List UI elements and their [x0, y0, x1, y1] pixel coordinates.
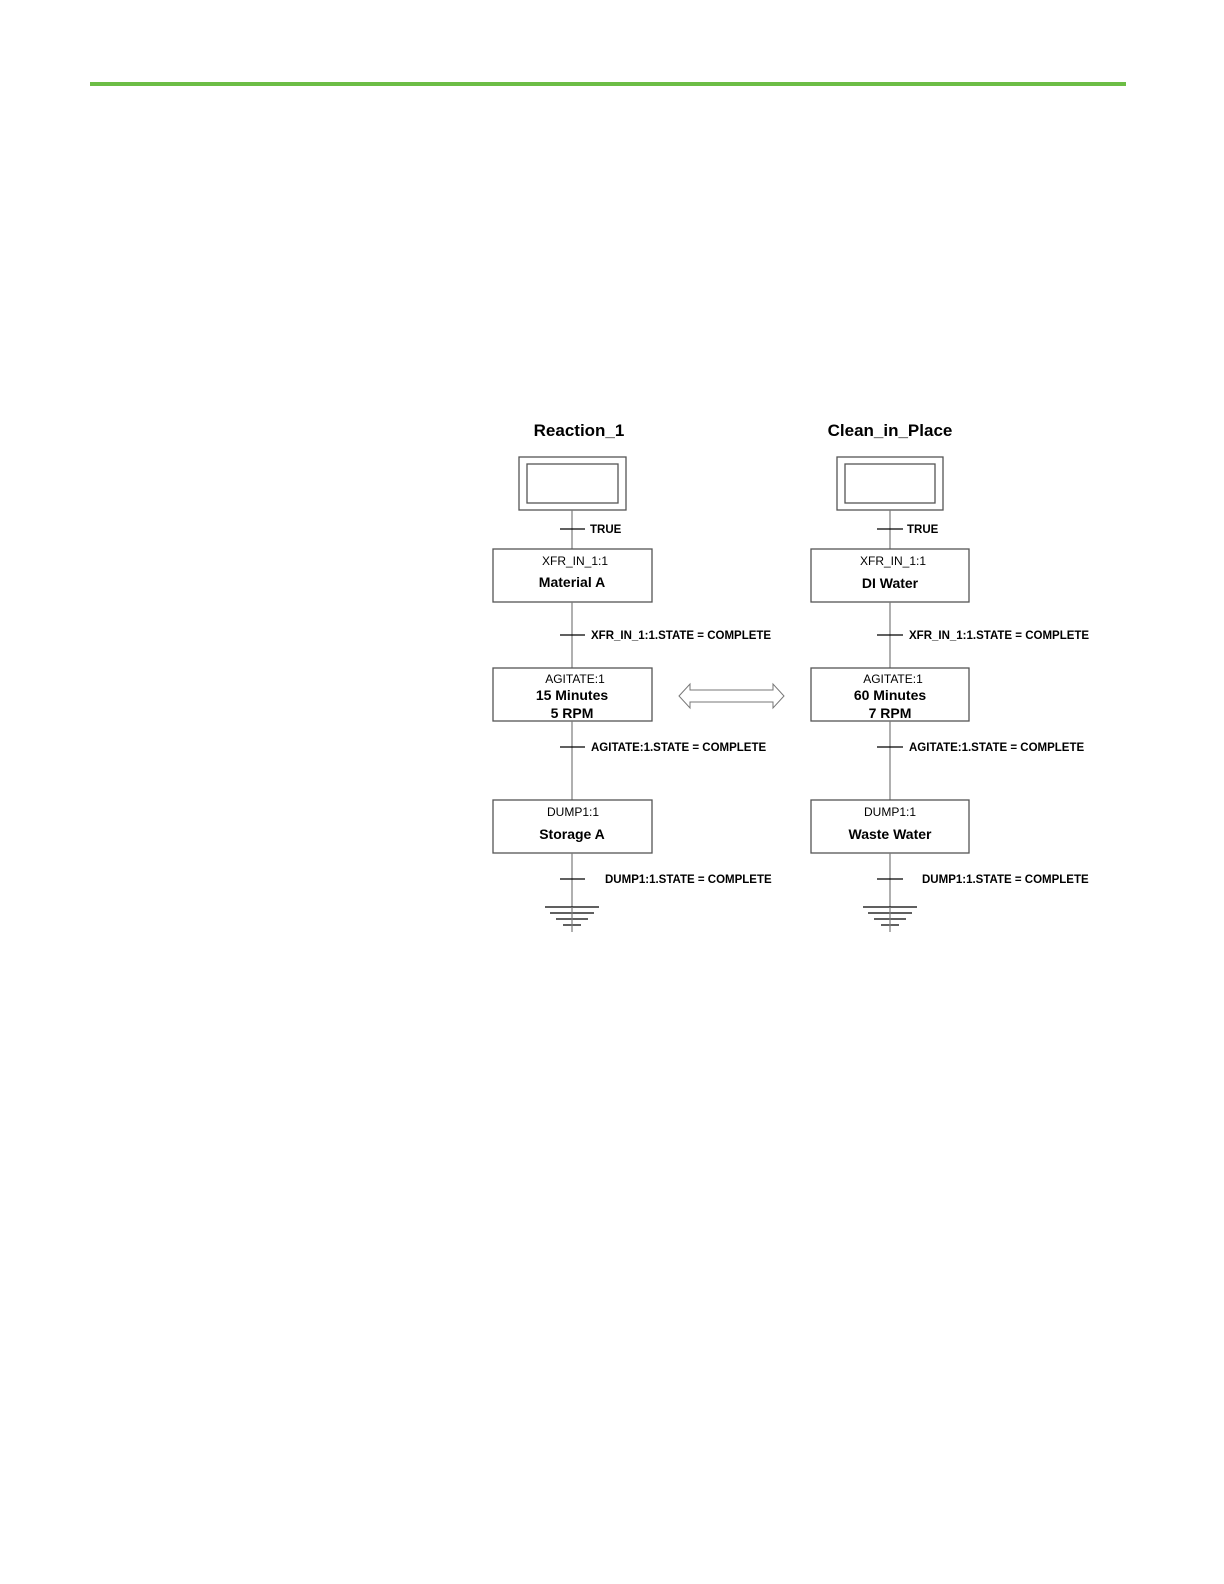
right-step-3: DUMP1:1 Waste Water — [810, 799, 970, 854]
header-rule — [90, 82, 1126, 86]
left-start-transition: TRUE — [590, 524, 622, 536]
left-transition-2: AGITATE:1.STATE = COMPLETE — [591, 742, 766, 754]
left-transition-3: DUMP1:1.STATE = COMPLETE — [605, 874, 772, 886]
double-arrow-icon — [678, 682, 785, 710]
right-step-3-label: Waste Water — [849, 826, 933, 842]
left-step-3-tag: DUMP1:1 — [547, 805, 599, 819]
left-step-1-tag: XFR_IN_1:1 — [542, 554, 608, 568]
left-step-1-label: Material A — [539, 574, 605, 590]
left-transition-1: XFR_IN_1:1.STATE = COMPLETE — [591, 630, 771, 642]
left-step-2-line-1: 15 Minutes — [536, 687, 609, 703]
right-step-1-label: DI Water — [862, 575, 919, 591]
left-step-2-tag: AGITATE:1 — [545, 672, 605, 686]
end-ground-icon — [863, 906, 917, 932]
right-step-1-tag: XFR_IN_1:1 — [860, 554, 926, 568]
right-step-3-tag: DUMP1:1 — [864, 805, 916, 819]
right-step-2-line-1: 60 Minutes — [854, 687, 927, 703]
initial-step-icon — [836, 456, 944, 511]
right-chart-title: Clean_in_Place — [828, 421, 953, 440]
left-step-3-label: Storage A — [539, 826, 605, 842]
left-chart-title: Reaction_1 — [534, 421, 625, 440]
left-step-3: DUMP1:1 Storage A — [492, 799, 653, 854]
left-step-1: XFR_IN_1:1 Material A — [492, 548, 653, 603]
left-chart: Reaction_1 TRUE XFR_IN_1:1 Material A XF… — [492, 421, 772, 932]
end-ground-icon — [545, 906, 599, 932]
right-transition-2: AGITATE:1.STATE = COMPLETE — [909, 742, 1084, 754]
right-step-2: AGITATE:1 60 Minutes 7 RPM — [810, 667, 970, 722]
left-step-2: AGITATE:1 15 Minutes 5 RPM — [492, 667, 653, 722]
right-start-transition: TRUE — [907, 524, 939, 536]
right-transition-1: XFR_IN_1:1.STATE = COMPLETE — [909, 630, 1089, 642]
right-step-2-tag: AGITATE:1 — [863, 672, 923, 686]
right-transition-3: DUMP1:1.STATE = COMPLETE — [922, 874, 1089, 886]
initial-step-icon — [518, 456, 627, 511]
right-chart: Clean_in_Place TRUE XFR_IN_1:1 DI Water … — [810, 421, 1089, 932]
right-step-2-line-2: 7 RPM — [869, 705, 912, 721]
left-step-2-line-2: 5 RPM — [551, 705, 594, 721]
right-step-1: XFR_IN_1:1 DI Water — [810, 548, 970, 603]
